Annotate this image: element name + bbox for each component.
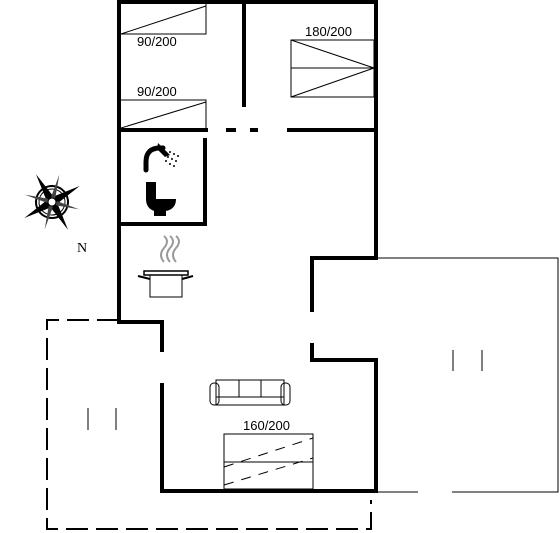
cooking-pot-icon (137, 235, 194, 298)
toilet-icon (146, 182, 176, 216)
bed-single-1-label: 90/200 (137, 34, 177, 49)
terrace-right (376, 257, 559, 493)
compass-rose-icon (24, 174, 80, 230)
bed-single-2: 90/200 (120, 84, 207, 130)
sofa-icon (209, 379, 291, 406)
interior-walls (119, 2, 376, 226)
bed-double-2: 160/200 (223, 418, 314, 490)
bed-double-2-label: 160/200 (243, 418, 290, 433)
bed-single-2-label: 90/200 (137, 84, 177, 99)
bed-single-1: 90/200 (120, 4, 207, 49)
shower-icon (143, 143, 179, 173)
bed-double-1: 180/200 (290, 24, 375, 98)
bed-double-1-label: 180/200 (305, 24, 352, 39)
north-label: N (77, 241, 87, 256)
terrace-left (46, 319, 372, 530)
